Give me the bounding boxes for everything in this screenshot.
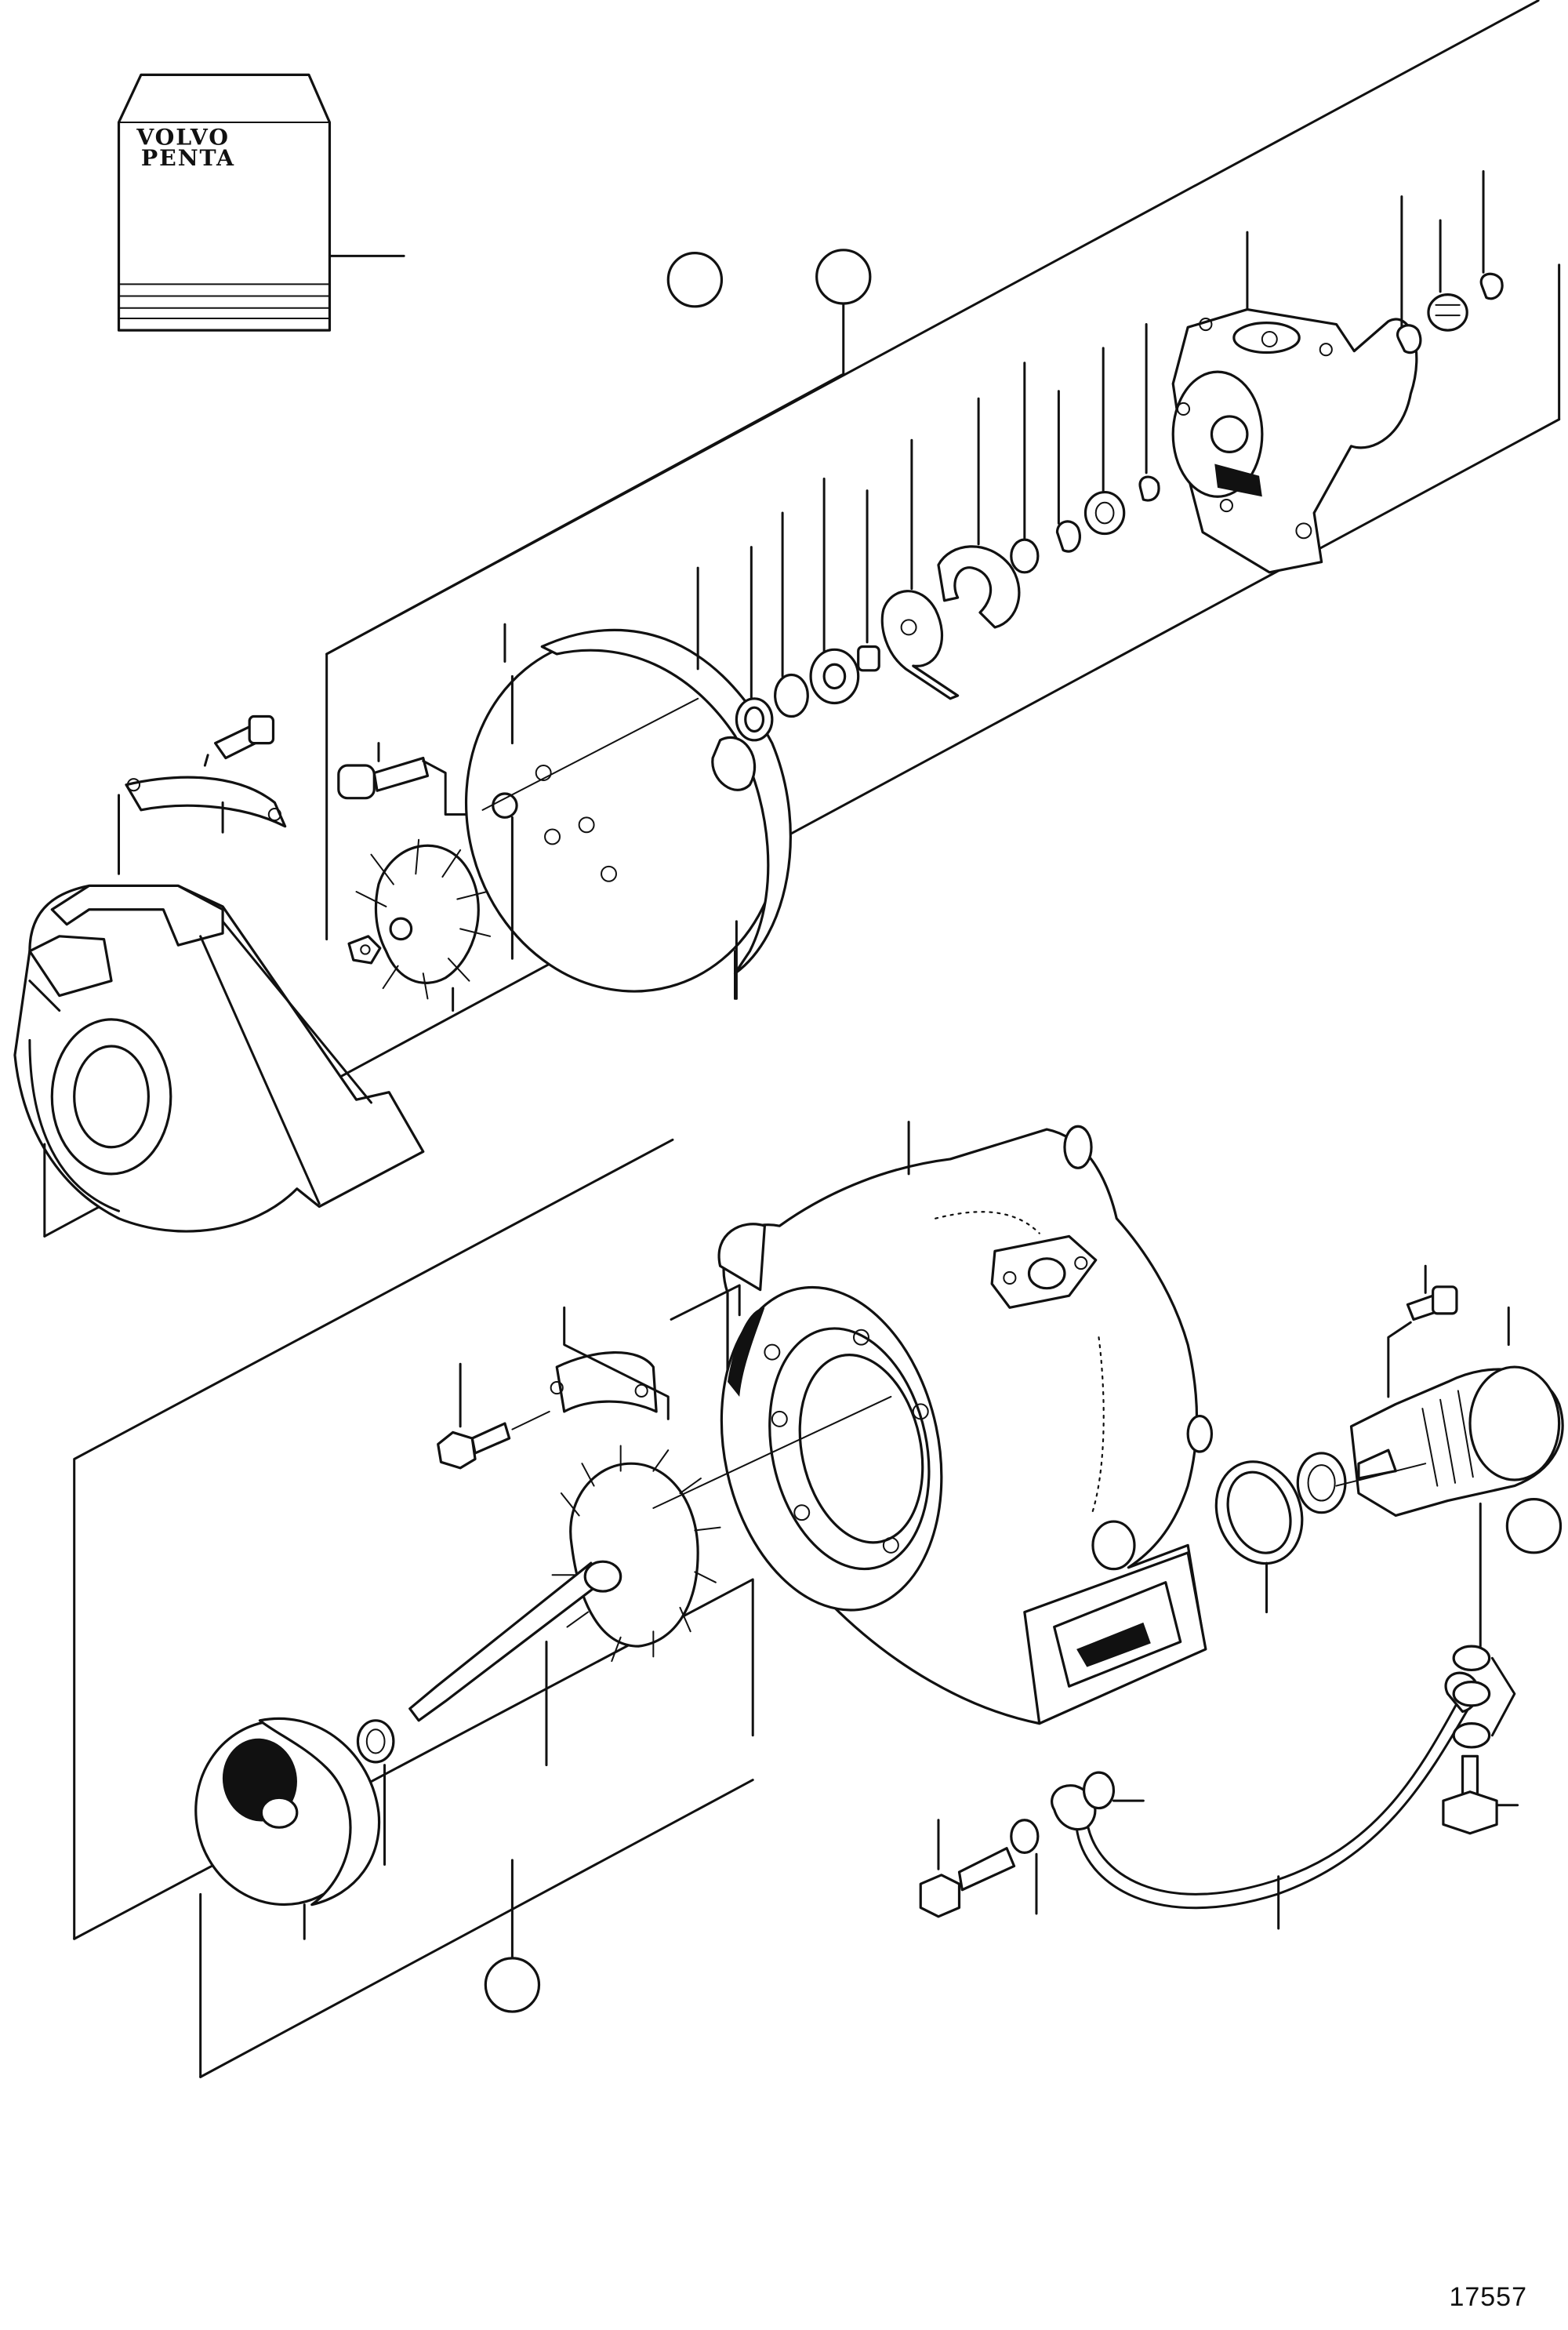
gasket-ring — [1203, 1449, 1316, 1612]
seal-ring-2 — [775, 513, 808, 716]
retaining-ring — [1057, 391, 1080, 551]
thrust-bearing — [882, 440, 957, 699]
hex-bolt-lower-left — [438, 1364, 550, 1468]
actuator-screw — [1407, 1266, 1457, 1319]
callout-circle-4 — [485, 1958, 539, 2012]
turbine-wheel-shaft — [410, 1445, 720, 1765]
back-plate — [427, 602, 821, 1027]
clamp-screw — [205, 717, 273, 766]
heat-shield — [181, 1707, 383, 1939]
journal-bearing — [1085, 348, 1123, 534]
bearing-housing — [1173, 232, 1417, 573]
circlip-right-2 — [1481, 171, 1502, 298]
wheel-nut — [349, 936, 380, 963]
turbine-clamp — [551, 1307, 669, 1419]
compressor-wheel — [357, 840, 490, 1011]
logo-line2: PENTA — [141, 144, 235, 171]
figure-number: 17557 — [1449, 2282, 1527, 2312]
banjo-fitting-left — [1011, 1772, 1144, 1914]
seal-ring-1 — [736, 547, 771, 740]
logo-line1: VOLVO — [136, 123, 230, 150]
hex-bolt-lower-right — [920, 1820, 1014, 1917]
spring-sleeve — [1428, 220, 1467, 330]
callout-circle-3 — [1507, 1499, 1560, 1553]
piston-ring-turbine — [358, 1721, 393, 1865]
spacer-sleeve — [858, 491, 880, 671]
callout-circle-2 — [817, 250, 870, 304]
piston-ring — [1011, 363, 1038, 573]
callout-circle-1 — [668, 253, 721, 307]
snap-ring — [1140, 325, 1159, 500]
compressor-housing — [15, 885, 423, 1236]
o-ring-small — [1298, 1453, 1345, 1513]
thrust-collar — [811, 479, 858, 703]
turbine-housing — [693, 1122, 1212, 1724]
circlip-right-1 — [1398, 197, 1421, 353]
oil-deflector — [938, 398, 1019, 627]
actuator-body — [1351, 1307, 1563, 1515]
socket-screw — [339, 743, 475, 815]
compressor-clamp — [119, 777, 285, 874]
banjo-bolt-right — [1443, 1756, 1518, 1833]
banjo-washers-right — [1454, 1503, 1515, 1747]
manual-booklet-icon: VOLVO PENTA — [119, 75, 405, 330]
